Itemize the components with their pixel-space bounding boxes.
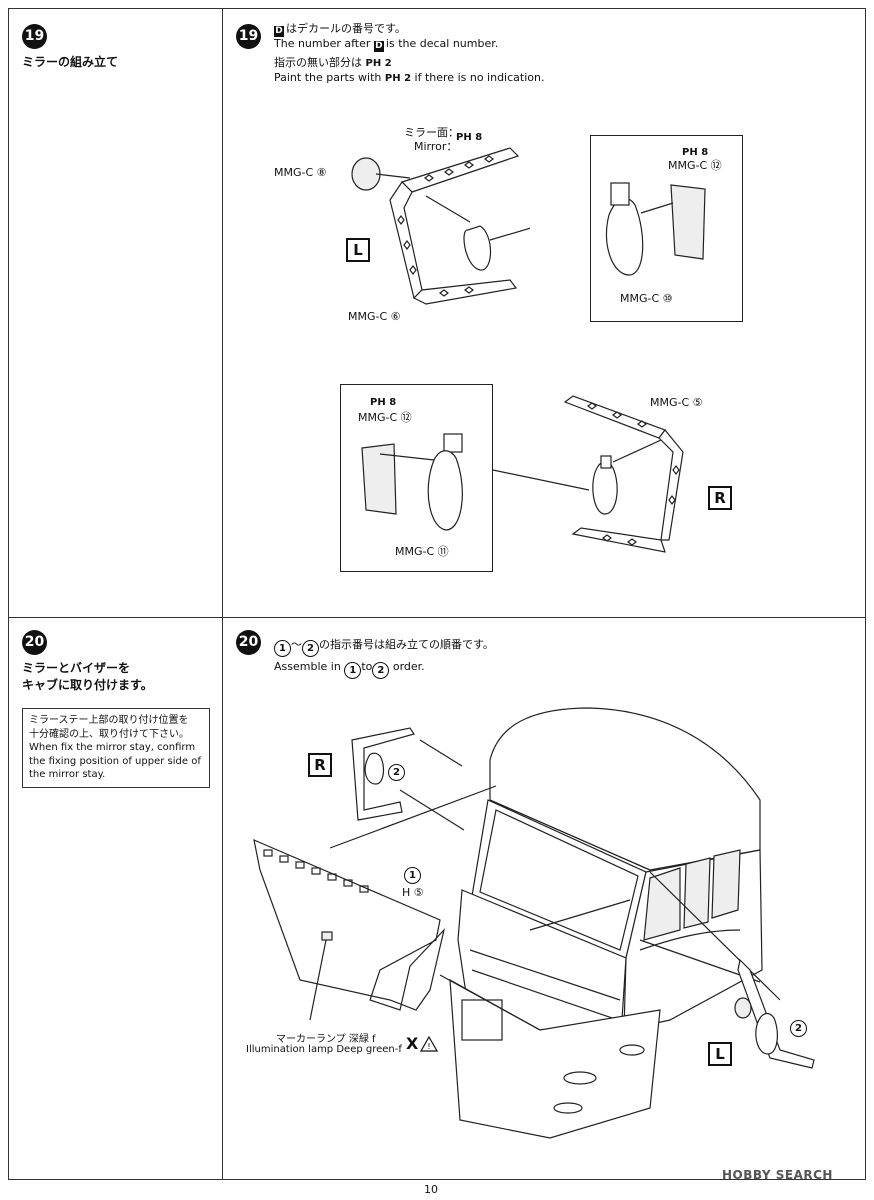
inset-right-mirror-parts: [361, 433, 463, 531]
paint-code: P: [384, 73, 393, 84]
ph8-b: PH 8: [370, 397, 397, 408]
side-label-r-19: R: [708, 486, 732, 510]
side-label-r-20: R: [308, 753, 332, 777]
left-mirror-drawing: [351, 147, 530, 305]
right-mirror-drawing: [493, 395, 684, 553]
step-19-badge-left: 19: [22, 24, 47, 49]
mirror-face-code: PH 8: [456, 132, 483, 143]
lamp-label-en: Illumination lamp Deep green-f: [246, 1044, 402, 1055]
paint-note-jp: 指示の無い部分は PH 2: [274, 56, 392, 69]
step-19-title: ミラーの組み立て: [22, 55, 119, 69]
inset-left-mirror-parts: [605, 182, 706, 276]
part-mmgc10: MMG-C ⑩: [620, 292, 673, 305]
column-divider: [222, 8, 223, 1180]
step-20-title-1: ミラーとバイザーを: [22, 661, 131, 675]
part-mmgc8-label: MMG-C ⑧: [274, 166, 327, 179]
part-h5-label: H ⑤: [402, 886, 424, 899]
svg-text:!: !: [427, 1042, 430, 1051]
mirror-face-en: Mirror：: [414, 140, 458, 153]
mirror-l-step: 2: [790, 1018, 807, 1037]
step-1-circle: 1: [274, 640, 291, 657]
step-20-title-2: キャブに取り付けます。: [22, 678, 153, 692]
paint-code: P: [365, 58, 373, 69]
truck-cab-drawing: [253, 707, 815, 1139]
paint-note-en: Paint the parts with PH 2 if there is no…: [274, 71, 545, 84]
ph8-a: PH 8: [682, 147, 709, 158]
part-mmgc12-bottom: MMG-C ⑫: [358, 411, 412, 424]
part-mmgc5: MMG-C ⑤: [650, 396, 703, 409]
decal-d-icon: D: [274, 26, 284, 37]
mirror-r-step: 2: [388, 762, 405, 781]
watermark: HOBBY SEARCH: [722, 1168, 833, 1182]
step-19-badge-right: 19: [236, 24, 261, 49]
step-20-badge-right: 20: [236, 630, 261, 655]
mirror-face-jp: ミラー面：: [404, 126, 459, 139]
side-label-l-19: L: [346, 238, 370, 262]
visor-step: 1: [404, 865, 421, 884]
step-2-circle: 2: [302, 640, 319, 657]
step-20-badge-left: 20: [22, 630, 47, 655]
mirror-stay-caution-box: ミラーステー上部の取り付け位置を 十分確認の上、取り付けて下さい。 When f…: [22, 708, 210, 788]
side-label-l-20: L: [708, 1042, 732, 1066]
part-mmgc6-label: MMG-C ⑥: [348, 310, 401, 323]
lamp-paint-code: X: [406, 1034, 419, 1053]
part-mmgc11: MMG-C ⑪: [395, 545, 449, 558]
lamp-label-jp: マーカーランプ 深緑 f: [276, 1034, 376, 1045]
part-mmgc12-top: MMG-C ⑫: [668, 159, 722, 172]
page-frame: [8, 8, 866, 1180]
warning-triangle-icon: !: [420, 1036, 438, 1052]
page-number: 10: [424, 1183, 438, 1196]
decal-d-icon: D: [373, 41, 384, 52]
section-divider: [8, 617, 866, 618]
